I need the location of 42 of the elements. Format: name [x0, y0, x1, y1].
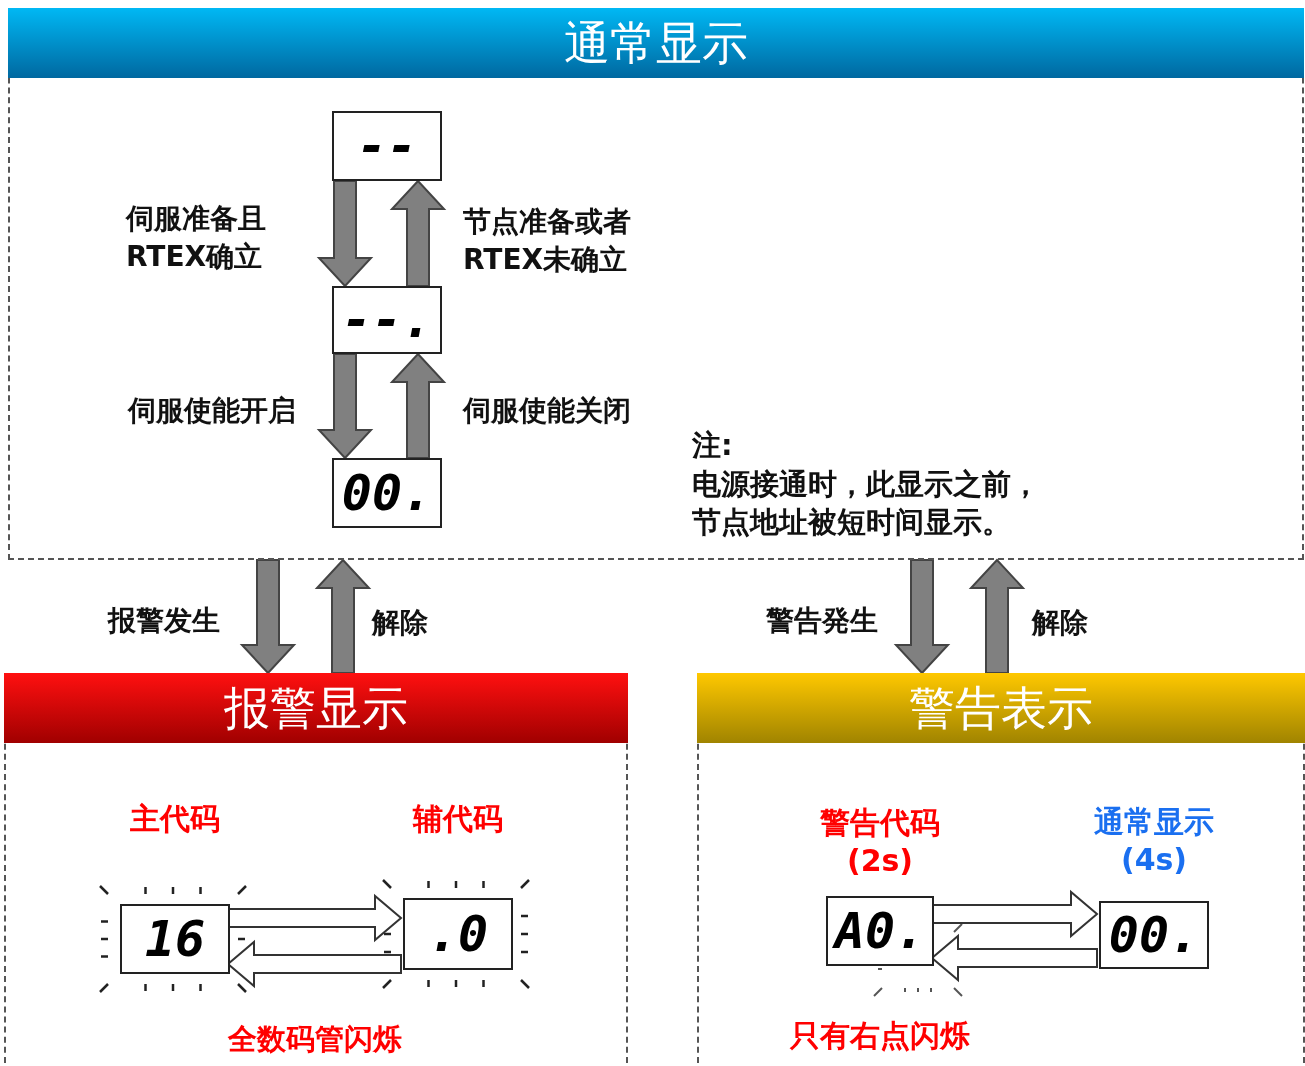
arrow	[239, 559, 297, 675]
display-digits: A0.	[831, 901, 927, 961]
display-digits: --.	[340, 290, 434, 350]
edge-label: 解除	[372, 605, 429, 641]
arrow	[314, 558, 372, 674]
segment-display	[332, 458, 442, 528]
edge-label: 解除	[1032, 605, 1089, 641]
section-header: 报警显示	[4, 673, 628, 743]
display-digits: 00.	[340, 463, 434, 523]
segment-display	[332, 286, 442, 354]
arrow	[316, 180, 374, 288]
display-heading: 警告代码 (2s)	[819, 804, 941, 880]
arrow	[316, 353, 374, 460]
display-digits: --	[355, 116, 419, 176]
caption-text: 全数码管闪烁	[227, 1021, 403, 1058]
note-heading: 注:	[692, 427, 734, 464]
section-frame	[697, 673, 1305, 1066]
section-header: 通常显示	[8, 8, 1304, 78]
section-header: 警告表示	[697, 673, 1305, 743]
note-text: 电源接通时，此显示之前，节点地址被短时间显示。	[692, 466, 1041, 541]
arrow	[389, 179, 447, 287]
arrow	[931, 889, 1099, 939]
arrow	[389, 352, 447, 459]
display-digits: 00.	[1107, 905, 1201, 965]
section-frame	[4, 673, 628, 1066]
segment-display	[332, 111, 442, 181]
arrow	[227, 893, 403, 943]
edge-label: 报警发生	[106, 603, 220, 639]
display-note: 只有右点闪烁	[790, 1017, 970, 1055]
section-frame	[8, 8, 1304, 560]
display-digits: .0	[426, 904, 490, 964]
edge-label: 伺服使能关闭	[463, 393, 632, 429]
arrow	[893, 559, 951, 675]
arrow	[968, 558, 1026, 674]
display-heading: 辅代码	[411, 800, 504, 838]
edge-label: 警告発生	[765, 603, 878, 639]
display-heading: 通常显示 (4s)	[1093, 803, 1215, 879]
display-digits: 16	[143, 909, 207, 969]
display-heading: 主代码	[129, 800, 221, 838]
edge-label: 伺服使能开启	[126, 393, 296, 429]
edge-label: 节点准备或者 RTEX未确立	[463, 204, 632, 278]
edge-label: 伺服准备且 RTEX确立	[126, 201, 267, 275]
